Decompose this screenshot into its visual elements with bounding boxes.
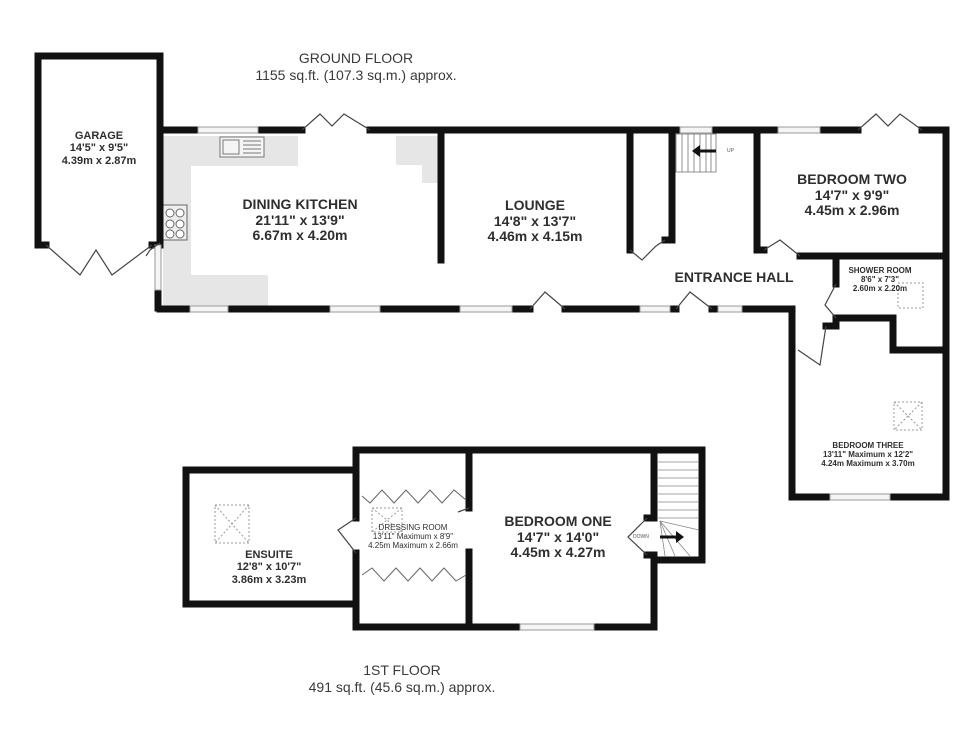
ground-floor-heading: GROUND FLOOR 1155 sq.ft. (107.3 sq.m.) a… xyxy=(255,50,456,84)
first-floor-title: 1ST FLOOR xyxy=(363,662,441,678)
room-name: ENSUITE xyxy=(245,549,293,561)
room-label-dressing-room: DRESSING ROOM 13'11" Maximum x 8'9" 4.25… xyxy=(368,523,458,551)
room-metric: 4.24m Maximum x 3.70m xyxy=(821,458,915,468)
wardrobe-doors xyxy=(361,489,467,582)
stairs-down-label: DOWN xyxy=(633,534,649,540)
first-floor-walls xyxy=(182,446,706,631)
room-name: DRESSING ROOM xyxy=(378,523,448,532)
room-name: LOUNGE xyxy=(505,197,565,213)
room-label-bedroom-two: BEDROOM TWO 14'7" x 9'9" 4.45m x 2.96m xyxy=(797,171,907,219)
room-metric: 3.86m x 3.23m xyxy=(231,573,307,586)
room-imperial: 14'7" x 9'9" xyxy=(814,186,890,203)
first-floor-plan xyxy=(182,446,706,631)
first-floor-windows xyxy=(519,623,595,631)
room-metric: 4.39m x 2.87m xyxy=(61,154,137,167)
ground-floor-windows xyxy=(154,126,891,501)
room-label-ensuite: ENSUITE 12'8" x 10'7" 3.86m x 3.23m xyxy=(232,549,307,586)
ground-floor-doors xyxy=(45,113,923,367)
room-metric: 4.25m Maximum x 2.66m xyxy=(368,540,458,550)
ground-floor-plan xyxy=(34,52,950,501)
arrow-left-icon xyxy=(692,145,716,157)
first-floor-doors xyxy=(337,507,648,556)
room-label-shower-room: SHOWER ROOM 8'6" x 7'3" 2.60m x 2.20m xyxy=(848,266,912,294)
room-name: SHOWER ROOM xyxy=(848,266,912,275)
room-name: BEDROOM THREE xyxy=(832,441,904,450)
room-imperial: 14'7" x 14'0" xyxy=(516,528,600,545)
room-imperial: 12'8" x 10'7" xyxy=(236,561,302,574)
room-imperial: 21'11" x 13'9" xyxy=(255,211,345,228)
room-metric: 6.67m x 4.20m xyxy=(252,227,348,244)
ground-floor-walls xyxy=(34,52,950,501)
room-name: BEDROOM TWO xyxy=(797,171,907,187)
hob-icon xyxy=(162,204,188,241)
room-name: ENTRANCE HALL xyxy=(674,269,794,285)
room-metric: 4.45m x 4.27m xyxy=(510,544,606,561)
room-imperial: 14'5" x 9'5" xyxy=(69,142,129,155)
room-name: BEDROOM ONE xyxy=(504,513,612,529)
stairs-up-label: UP xyxy=(727,148,734,154)
arrow-right-icon xyxy=(660,531,684,543)
sink-icon xyxy=(219,136,265,158)
room-metric: 2.60m x 2.20m xyxy=(852,283,908,293)
ground-floor-area: 1155 sq.ft. (107.3 sq.m.) approx. xyxy=(255,66,457,83)
room-imperial: 13'11" Maximum x 12'2" xyxy=(822,449,914,459)
room-label-dining-kitchen: DINING KITCHEN 21'11" x 13'9" 6.67m x 4.… xyxy=(242,196,358,244)
room-metric: 4.46m x 4.15m xyxy=(487,228,583,245)
room-imperial: 14'8" x 13'7" xyxy=(493,212,577,229)
first-floor-heading: 1ST FLOOR 491 sq.ft. (45.6 sq.m.) approx… xyxy=(309,662,496,696)
room-imperial: 8'6" x 7'3" xyxy=(860,274,900,284)
ground-floor-title: GROUND FLOOR xyxy=(298,50,414,66)
room-label-entrance-hall: ENTRANCE HALL xyxy=(674,269,794,286)
room-label-bedroom-three: BEDROOM THREE 13'11" Maximum x 12'2" 4.2… xyxy=(821,441,915,469)
room-name: DINING KITCHEN xyxy=(242,196,358,212)
room-label-lounge: LOUNGE 14'8" x 13'7" 4.46m x 4.15m xyxy=(487,197,583,245)
room-name: GARAGE xyxy=(74,130,124,142)
room-metric: 4.45m x 2.96m xyxy=(804,202,900,219)
stairs-down-icon xyxy=(657,461,700,557)
room-label-bedroom-one: BEDROOM ONE 14'7" x 14'0" 4.45m x 4.27m xyxy=(504,513,612,561)
room-imperial: 13'11" Maximum x 8'9" xyxy=(372,531,454,541)
skylight-icon xyxy=(893,282,924,431)
first-floor-area: 491 sq.ft. (45.6 sq.m.) approx. xyxy=(308,678,496,695)
room-label-garage: GARAGE 14'5" x 9'5" 4.39m x 2.87m xyxy=(62,130,137,167)
skylight-icon-first-floor xyxy=(214,504,403,544)
